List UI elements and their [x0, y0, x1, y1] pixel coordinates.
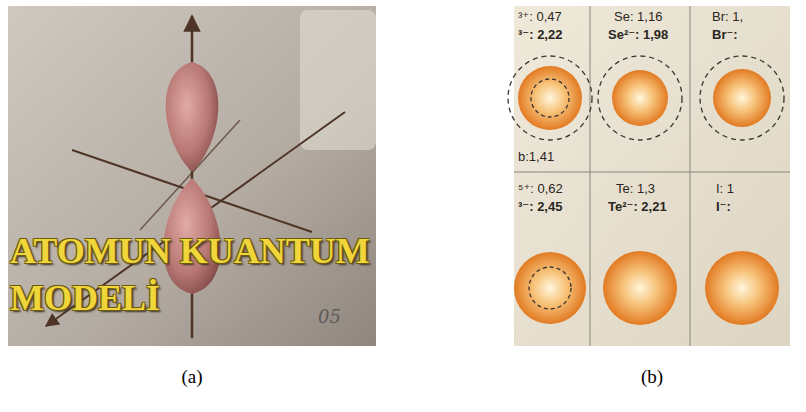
handwritten-number: 05	[318, 306, 341, 327]
panel-caption: (b)	[641, 366, 663, 388]
radius-value: Se: 1,16	[614, 9, 662, 24]
radius-value: I: 1	[716, 181, 734, 196]
panel-caption: (a)	[181, 366, 202, 388]
radius-value: b:1,41	[518, 149, 554, 164]
table-photo	[508, 6, 790, 346]
ion-radius-value: Te²⁻: 2,21	[608, 199, 667, 214]
ion-radius-value: I⁻:	[716, 199, 731, 214]
ion-radius-value: Br⁻:	[712, 27, 738, 42]
radius-value: Br: 1,	[712, 9, 743, 24]
ion-radius-value: Se²⁻: 1,98	[608, 27, 668, 42]
ion-radius-value: ³⁻: 2,45	[518, 199, 562, 214]
radius-value: ³⁺: 0,47	[518, 9, 562, 24]
radius-value: Te: 1,3	[616, 181, 655, 196]
radius-value: ⁵⁺: 0,62	[518, 181, 563, 196]
ion-radius-value: ³⁻: 2,22	[518, 27, 562, 42]
